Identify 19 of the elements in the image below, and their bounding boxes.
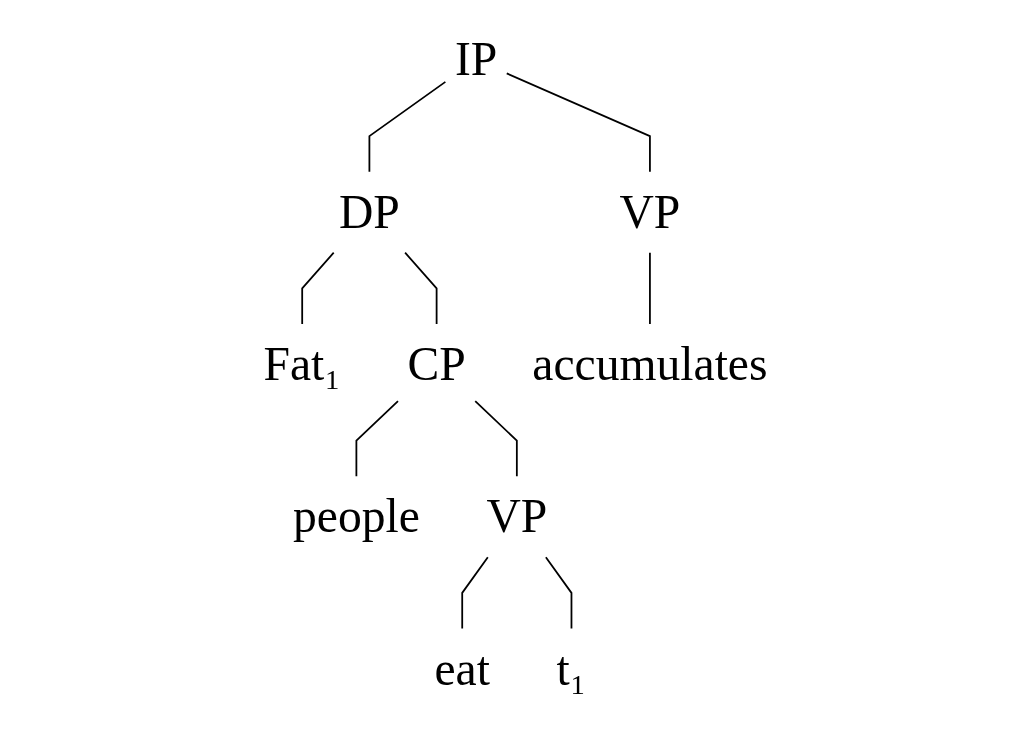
node-text: accumulates [532,337,768,391]
node-text: CP [407,337,466,391]
node-text: eat [434,641,490,696]
node-text: people [292,489,420,543]
connector [404,251,438,325]
node-text: DP [338,184,400,239]
node-text: IP [454,32,498,87]
node-text: VP [619,184,681,239]
connector [301,251,335,325]
node-text: t₁ [556,641,587,696]
connector [474,400,518,478]
connector [649,251,651,325]
connector [544,556,573,630]
connector [355,400,399,478]
connector [368,80,447,173]
node-text: VP [486,489,548,543]
node-text: Fat₁ [263,337,341,391]
connector [461,556,489,630]
connector [505,72,651,173]
